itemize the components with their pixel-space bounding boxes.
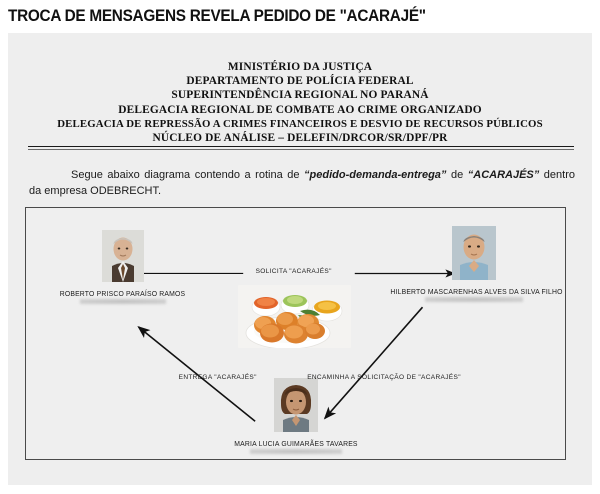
letterhead-line-4: DELEGACIA REGIONAL DE COMBATE AO CRIME O…: [118, 103, 482, 116]
avatar-roberto: [40, 230, 205, 287]
letterhead-line-2: DEPARTAMENTO DE POLÍCIA FEDERAL: [186, 75, 414, 88]
avatar-hilberto: [386, 226, 561, 285]
torn-edge-top: [8, 33, 592, 44]
person-name-roberto: ROBERTO PRISCO PARAÍSO RAMOS: [59, 289, 186, 298]
portrait-man-blue-shirt-icon: [451, 226, 496, 280]
diagram-node-maria[interactable]: MARIA LUCIA GUIMARÃES TAVARES: [206, 378, 386, 454]
portrait-elderly-man-suit-icon: [101, 230, 144, 282]
intro-emphasis-acarajes: “ACARAJÉS”: [467, 169, 540, 181]
arrow-label-solicita: SOLICITA "ACARAJÉS": [255, 268, 332, 275]
intro-text-part3: dentro da empresa ODEBRECHT.: [29, 169, 575, 197]
letterhead-line-1: MINISTÉRIO DA JUSTIÇA: [227, 61, 373, 73]
redacted-cpf-roberto: [79, 299, 166, 304]
official-letterhead: MINISTÉRIO DA JUSTIÇA DEPARTAMENTO DE PO…: [26, 60, 574, 145]
person-name-maria: MARIA LUCIA GUIMARÃES TAVARES: [234, 439, 358, 448]
acaraje-image: [238, 285, 351, 348]
avatar-maria: [206, 378, 386, 437]
intro-text-part1: Segue abaixo diagrama contendo a rotina …: [71, 169, 305, 181]
diagram-node-hilberto[interactable]: HILBERTO MASCARENHAS ALVES DA SILVA FILH…: [386, 226, 563, 302]
letterhead-line-3: SUPERINTENDÊNCIA REGIONAL NO PARANÁ: [171, 89, 429, 102]
document-body: MINISTÉRIO DA JUSTIÇA DEPARTAMENTO DE PO…: [8, 42, 592, 476]
redacted-cpf-maria: [250, 449, 342, 454]
header-divider: [28, 146, 574, 150]
redacted-cpf-hilberto: [424, 297, 523, 302]
intro-emphasis-pedido: “pedido-demanda-entrega”: [304, 169, 447, 181]
person-name-hilberto: HILBERTO MASCARENHAS ALVES DA SILVA FILH…: [390, 287, 563, 296]
letterhead-line-6: NÚCLEO DE ANÁLISE – DELEFIN/DRCOR/SR/DPF…: [152, 132, 448, 145]
intro-paragraph: Segue abaixo diagrama contendo a rotina …: [29, 167, 575, 199]
torn-edge-bottom: [8, 474, 592, 485]
letterhead-line-5: DELEGACIA DE REPRESSÃO A CRIMES FINANCEI…: [57, 117, 543, 130]
document-sheet: MINISTÉRIO DA JUSTIÇA DEPARTAMENTO DE PO…: [8, 33, 592, 485]
page-title: TROCA DE MENSAGENS REVELA PEDIDO DE "ACA…: [8, 7, 426, 25]
portrait-woman-dark-hair-icon: [274, 378, 318, 432]
flow-diagram: ROBERTO PRISCO PARAÍSO RAMOS: [25, 207, 566, 460]
acaraje-plate-photo: [238, 285, 351, 348]
arrow-label-entrega: ENTREGA "ACARAJÉS": [178, 374, 257, 381]
intro-text-part2: de: [446, 169, 468, 181]
diagram-node-roberto[interactable]: ROBERTO PRISCO PARAÍSO RAMOS: [40, 230, 205, 304]
arrow-label-encaminha: ENCAMINHA A SOLICITAÇÃO DE "ACARAJÉS": [307, 374, 461, 381]
